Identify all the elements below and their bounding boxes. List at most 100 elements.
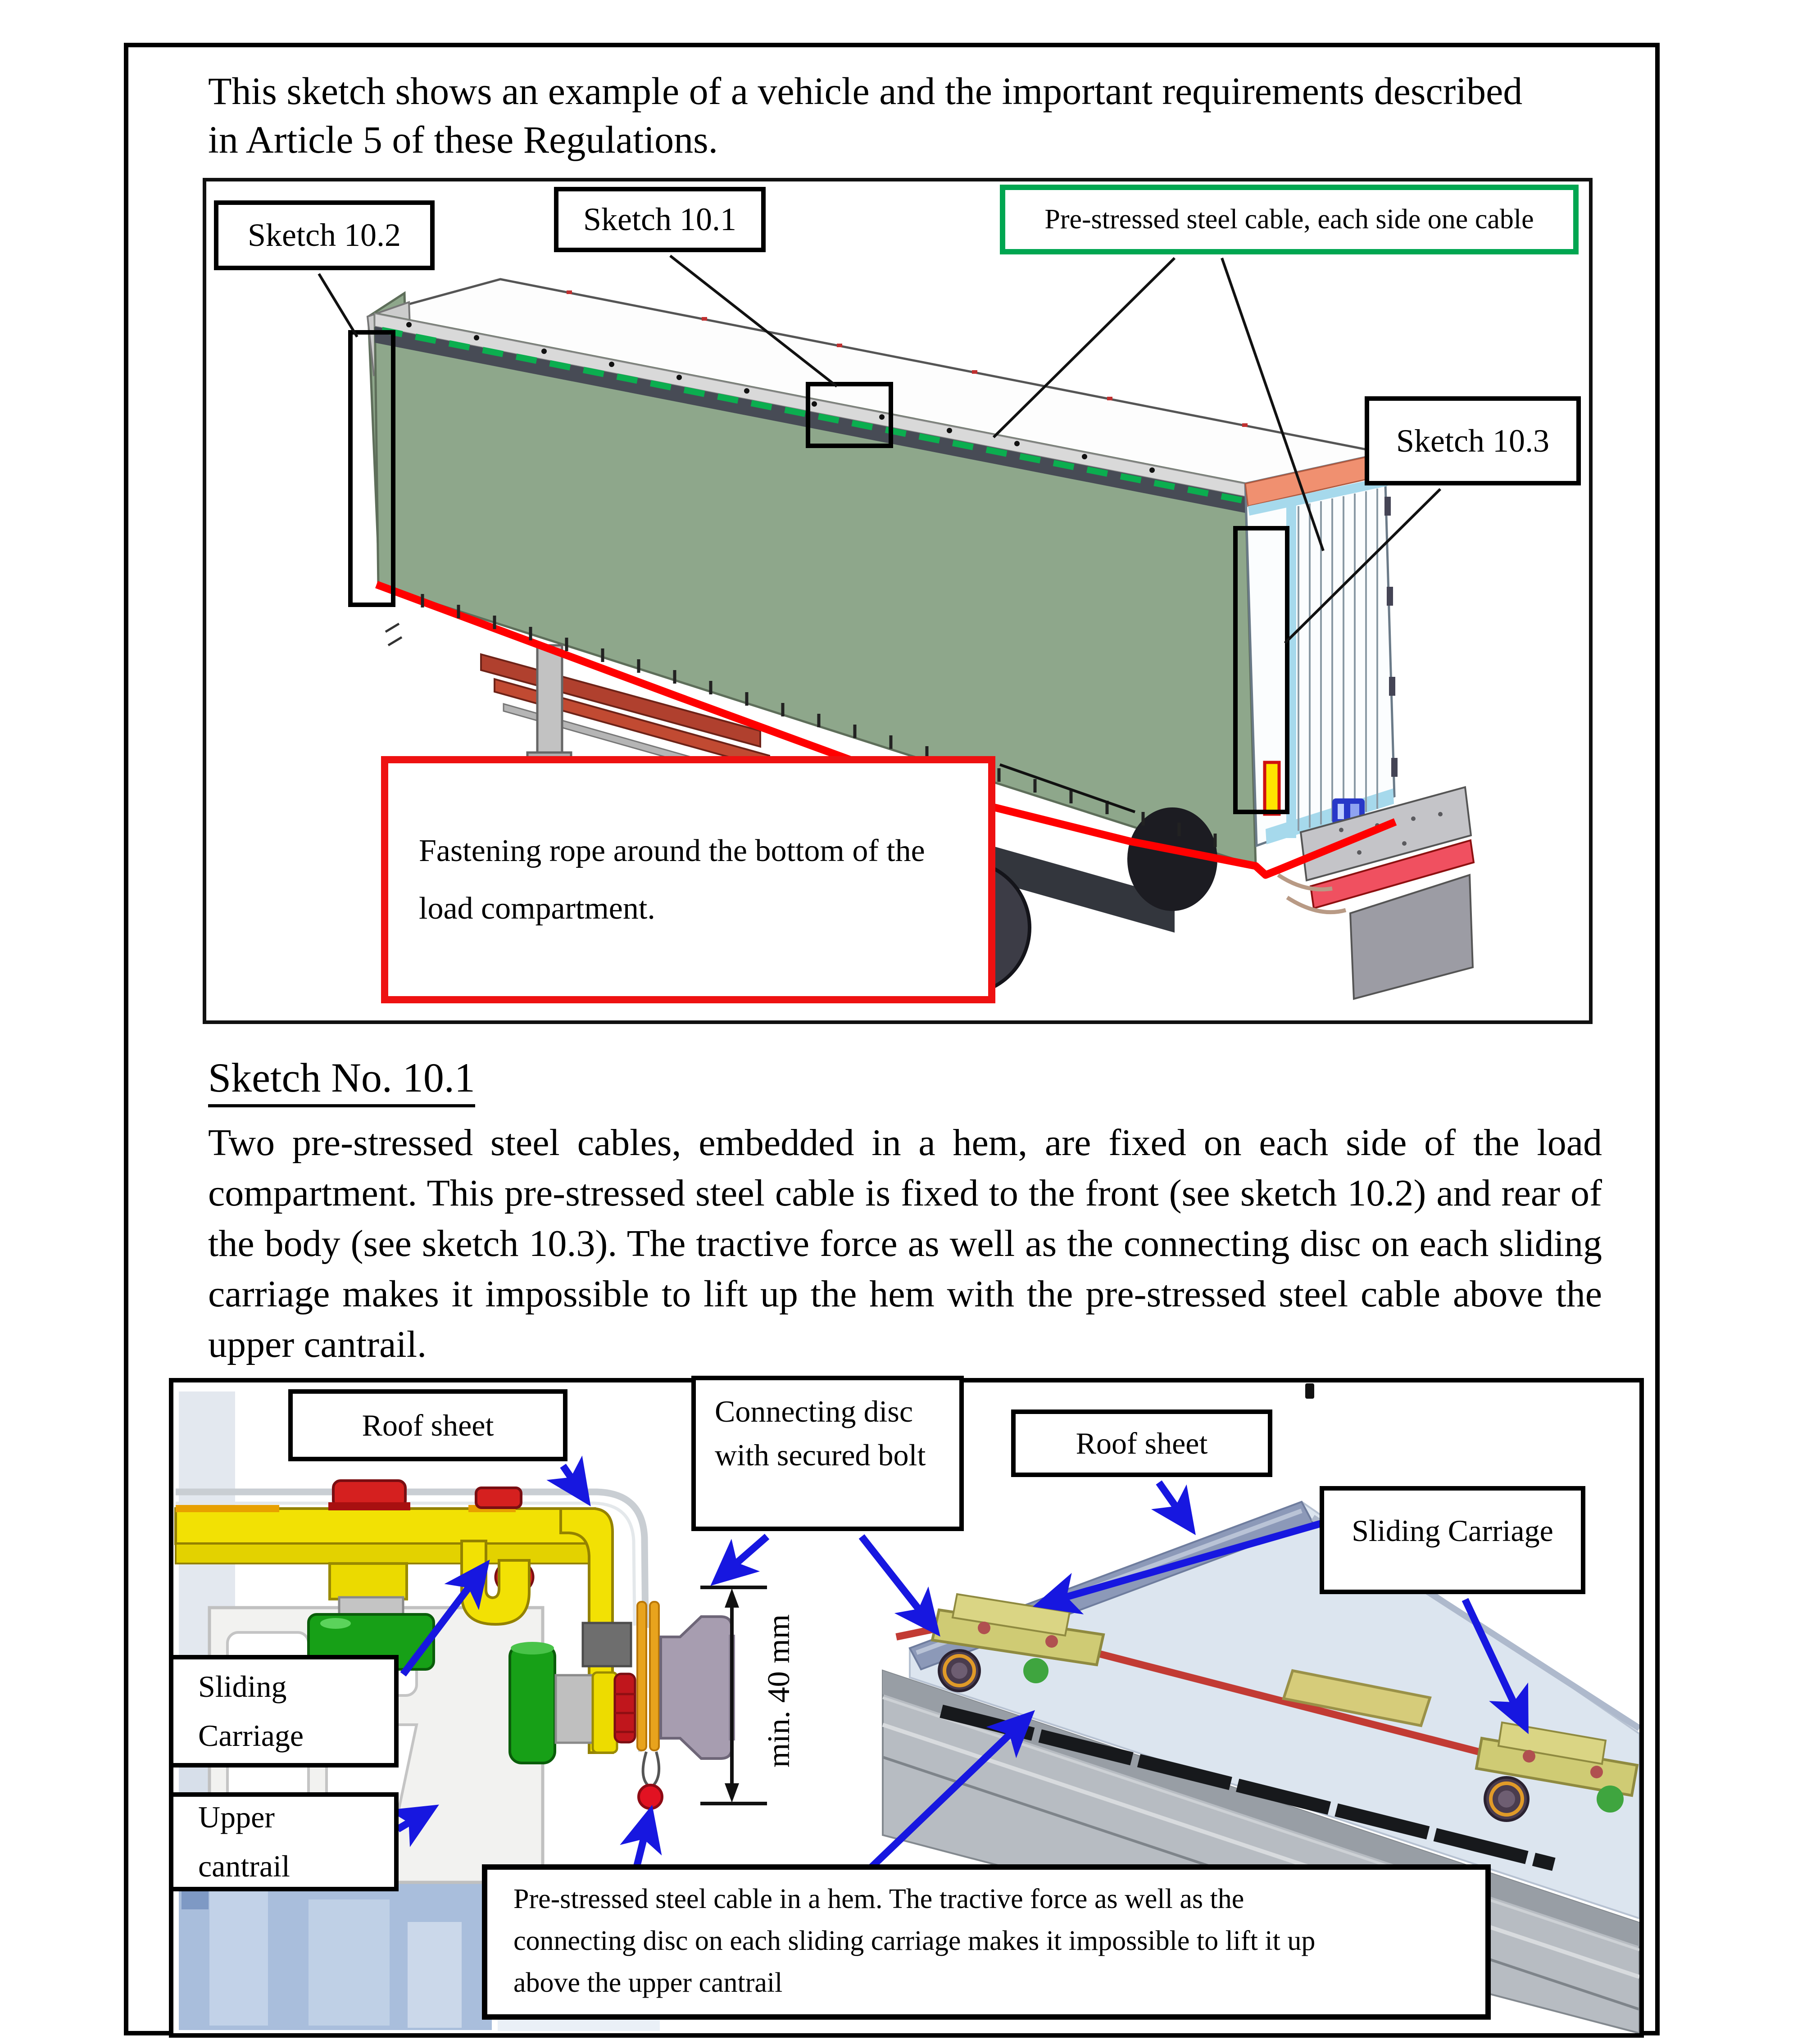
label-connecting-disc: Connecting disc with secured bolt (691, 1376, 964, 1531)
paragraph-line-2: compartment. This pre-stressed steel cab… (208, 1172, 1602, 1214)
arrow-disc-left (710, 1533, 770, 1586)
arrow-sliding-left (400, 1559, 490, 1677)
roof-far-rail-rivets (567, 290, 1248, 427)
rear-bumper-beam (1299, 786, 1472, 882)
sliding-carriage-left-3d (930, 1593, 1105, 1692)
pre-stressed-cable-line (381, 327, 1243, 503)
caption-line-2: connecting disc on each sliding carriage… (513, 1926, 1316, 1956)
rail-orange-strip (176, 1505, 279, 1512)
label-roof-sheet-right: Roof sheet (1011, 1409, 1272, 1477)
label-sliding-carriage-left: Sliding Carriage (169, 1655, 399, 1768)
label-cable-note: Pre-stressed steel cable, each side one … (1000, 185, 1579, 254)
paragraph-line-4: carriage makes it impossible to lift up … (208, 1273, 1602, 1315)
callout-rect-rear (1233, 526, 1289, 814)
clamp-block-gray (581, 1622, 632, 1668)
label-cable-note-text: Pre-stressed steel cable, each side one … (1044, 204, 1534, 235)
caption-line-3: above the upper cantrail (513, 1967, 783, 1998)
arrow-upper-cantrail (387, 1804, 439, 1847)
label-rope-note-line2: load compartment. (419, 891, 655, 926)
paragraph-line-1: Two pre-stressed steel cables, embedded … (208, 1122, 1602, 1164)
callout-lines (318, 254, 1442, 813)
pin-wire (641, 1751, 661, 1788)
arrow-caption-hem (868, 1710, 1035, 1871)
intro-line-1: This sketch shows an example of a vehicl… (208, 69, 1523, 113)
annotation-arrows (387, 1455, 1529, 1871)
arrow-carriage-far-right (1462, 1598, 1529, 1734)
label-sliding-carriage-left-line1: Sliding (198, 1669, 287, 1704)
label-roof-sheet-right-text: Roof sheet (1076, 1426, 1208, 1460)
cable-mid-plate (1282, 1669, 1432, 1727)
dimension-40mm (700, 1586, 767, 1805)
label-rope-note: Fastening rope around the bottom of the … (381, 756, 995, 1003)
arrow-roof-left (546, 1455, 591, 1507)
roller-highlight (320, 1618, 351, 1629)
intro-paragraph: This sketch shows an example of a vehicl… (208, 67, 1622, 164)
label-roof-sheet-left-text: Roof sheet (362, 1408, 494, 1442)
label-sliding-carriage-right-text: Sliding Carriage (1352, 1514, 1553, 1548)
dimension-label-text: min. 40 mm (762, 1614, 796, 1768)
rail-ridge-light (882, 1722, 1639, 1979)
rear-mud-flap (1349, 874, 1474, 1000)
red-bolt-top-2 (475, 1487, 522, 1509)
arrow-roof-right (1151, 1480, 1196, 1536)
curtain-rail-yellow (174, 1507, 596, 1545)
rear-top-strip-blue (1248, 476, 1388, 516)
photo-bg-shape (209, 1886, 268, 2026)
rear-plate-mark (1338, 804, 1344, 819)
label-upper-cantrail: Upper cantrail (169, 1792, 399, 1891)
roof-sheet-section-line (176, 1488, 649, 1628)
label-sketch-10-1: Sketch 10.1 (554, 187, 766, 252)
washer-orange-2 (649, 1601, 660, 1751)
section-heading: Sketch No. 10.1 (208, 1054, 475, 1107)
red-ring-stack (613, 1672, 636, 1744)
landing-gear-leg (536, 644, 563, 757)
fastening-rope-line (375, 581, 1397, 879)
arrow-caption-pin (620, 1804, 662, 1869)
hex-flange-yellow (591, 1671, 618, 1754)
section-heading-text: Sketch No. 10.1 (208, 1055, 475, 1107)
suspension-arms (1277, 873, 1347, 915)
label-sketch-10-3-text: Sketch 10.3 (1396, 422, 1549, 459)
red-ring-ridges (615, 1693, 635, 1733)
door-panel-lines (1298, 489, 1378, 831)
dimension-label: min. 40 mm (761, 1614, 797, 1768)
bolt-shaft-lower (554, 1674, 594, 1744)
hem-strip (940, 1704, 1556, 1871)
label-figure2-caption: Pre-stressed steel cable in a hem. The t… (482, 1864, 1491, 2020)
label-sketch-10-2: Sketch 10.2 (214, 200, 435, 270)
label-sliding-carriage-left-line2: Carriage (198, 1718, 304, 1753)
label-upper-cantrail-line1: Upper (198, 1800, 275, 1834)
callout-rect-front (348, 330, 395, 607)
rear-bumper-red-stripe (1309, 839, 1475, 910)
paragraph-line-5: upper cantrail. (208, 1323, 427, 1365)
rear-reflector (1263, 761, 1281, 816)
photo-bg-shape-2 (309, 1899, 390, 2026)
red-bolt-collar (328, 1502, 410, 1510)
section-paragraph: Two pre-stressed steel cables, embedded … (208, 1118, 1602, 1370)
label-rope-note-line1: Fastening rope around the bottom of the (419, 833, 925, 868)
callout-rect-top-rail (806, 382, 893, 448)
arrow-carriage-far-left (1033, 1519, 1324, 1615)
hex-nut-upper (328, 1562, 408, 1600)
roller-green-lower (508, 1644, 556, 1764)
roof-sheet-inner-line (176, 1501, 636, 1626)
dim-arrow-top (725, 1588, 739, 1608)
label-sketch-10-3: Sketch 10.3 (1365, 396, 1581, 485)
door-hinges (1384, 497, 1398, 777)
curtain-rail-yellow-lower (175, 1543, 595, 1564)
arrow-disc-right (858, 1534, 940, 1637)
label-connecting-disc-line1: Connecting disc (715, 1394, 913, 1428)
washer-orange-1 (636, 1601, 647, 1751)
label-connecting-disc-line2: with secured bolt (715, 1438, 926, 1472)
label-upper-cantrail-line2: cantrail (198, 1849, 290, 1883)
label-roof-sheet-left: Roof sheet (288, 1389, 567, 1461)
photo-bg-shape-3 (408, 1922, 462, 2028)
rear-hidden-wheel (1127, 807, 1217, 911)
roller-lower-top (511, 1642, 554, 1654)
pin-red (637, 1784, 663, 1810)
rear-plate-mark-2 (1350, 804, 1359, 819)
label-sliding-carriage-right: Sliding Carriage (1320, 1486, 1585, 1594)
label-sketch-10-2-text: Sketch 10.2 (248, 217, 401, 253)
dim-arrow-bottom (725, 1783, 739, 1803)
